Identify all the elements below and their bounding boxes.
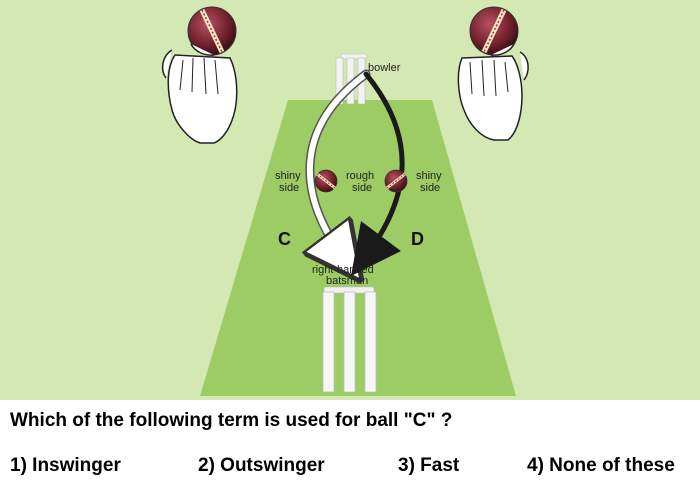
batsman-label-1: right-handed xyxy=(312,264,374,276)
option-fast[interactable]: 3) Fast xyxy=(398,455,460,476)
swing-bowling-diagram: bowler shiny side rough side shiny side … xyxy=(0,0,700,400)
shiny-side-left-label-2: side xyxy=(279,182,299,194)
ball-c-icon xyxy=(314,169,338,193)
ball-d-icon xyxy=(384,169,408,193)
shiny-side-right-label-1: shiny xyxy=(416,170,442,182)
batsman-label-2: batsman xyxy=(326,275,368,287)
option-outswinger[interactable]: 2) Outswinger xyxy=(198,455,325,476)
rough-side-label-1: rough xyxy=(346,170,374,182)
shiny-side-left-label-1: shiny xyxy=(275,170,301,182)
question-text: Which of the following term is used for … xyxy=(10,410,453,431)
shiny-side-right-label-2: side xyxy=(420,182,440,194)
rough-side-label-2: side xyxy=(352,182,372,194)
bowler-label: bowler xyxy=(368,62,401,74)
ball-c-path-arrow-fill xyxy=(310,71,369,258)
option-inswinger[interactable]: 1) Inswinger xyxy=(10,455,121,476)
batsman-stumps xyxy=(322,286,377,393)
ball-c-label: C xyxy=(278,229,291,249)
right-hand-grip-icon xyxy=(457,6,529,141)
option-none-of-these[interactable]: 4) None of these xyxy=(527,455,675,476)
left-hand-grip-icon xyxy=(161,6,238,144)
ball-d-path-arrow xyxy=(351,71,405,277)
ball-d-label: D xyxy=(411,229,424,249)
